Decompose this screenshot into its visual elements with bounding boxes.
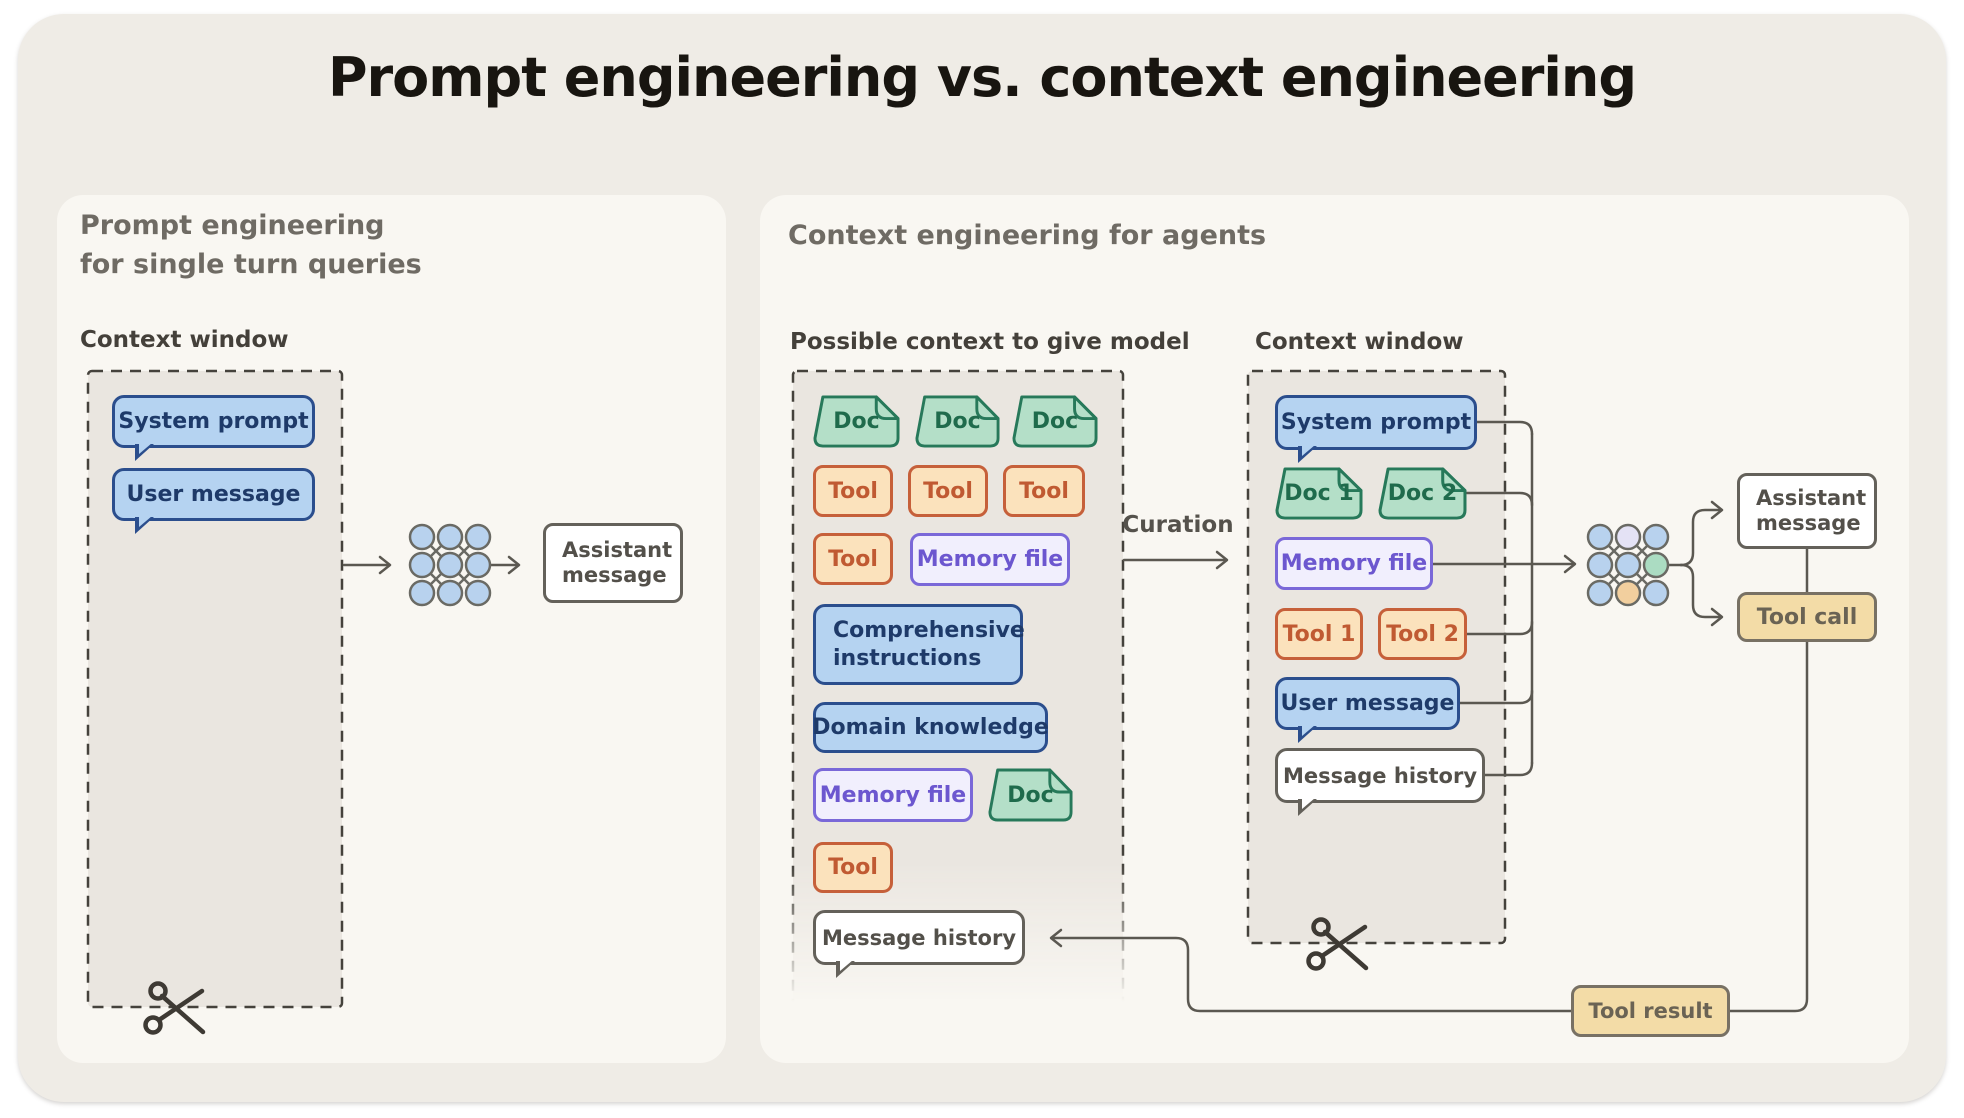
domain-knowledge-chip: Domain knowledge	[812, 702, 1049, 753]
tool-result-box: Tool result	[1571, 985, 1730, 1037]
curation-label: Curation	[1122, 512, 1234, 538]
doc-chip: Doc	[1012, 395, 1098, 448]
assistant-message-box: Assistant message	[543, 523, 683, 603]
user-message-chip: User message	[1275, 677, 1460, 743]
doc-label: Doc 2	[1387, 481, 1458, 506]
doc-label: Doc	[833, 409, 880, 434]
left-panel-heading-line1: Prompt engineering	[80, 210, 385, 241]
doc-chip: Doc 2	[1378, 467, 1467, 520]
tool-chip: Tool	[813, 465, 893, 517]
tool-chip: Tool	[813, 533, 893, 585]
user-message-chip: User message	[112, 468, 315, 534]
tool-chip: Tool	[908, 465, 988, 517]
tool-chip: Tool 2	[1378, 608, 1467, 660]
doc-label: Doc 1	[1284, 481, 1354, 506]
comprehensive-instructions-chip: Comprehensive instructions	[813, 604, 1025, 685]
doc-label: Doc	[1031, 409, 1079, 434]
doc-label: Doc	[934, 409, 981, 434]
memory-file-chip: Memory file	[910, 533, 1070, 586]
doc-label: Doc	[1007, 782, 1054, 808]
right-context-window-label: Context window	[1255, 329, 1464, 355]
left-panel-heading-line2: for single turn queries	[80, 249, 422, 280]
prompt-engineering-panel	[57, 195, 726, 1063]
left-context-window-label: Context window	[80, 327, 289, 353]
memory-file-chip: Memory file	[813, 768, 973, 822]
tool-chip: Tool 1	[1275, 608, 1363, 660]
doc-chip: Doc 1	[1275, 467, 1363, 520]
memory-file-chip: Memory file	[1275, 537, 1433, 590]
right-panel-heading: Context engineering for agents	[788, 220, 1267, 251]
message-history-chip: Message history	[813, 910, 1025, 978]
tool-call-box: Tool call	[1737, 592, 1877, 642]
tool-chip: Tool	[813, 842, 893, 893]
assistant-message-box: Assistant message	[1737, 473, 1877, 549]
message-history-chip: Message history	[1275, 748, 1485, 816]
doc-chip: Doc	[813, 395, 900, 448]
system-prompt-chip: System prompt	[112, 395, 315, 461]
system-prompt-chip: System prompt	[1275, 395, 1477, 463]
possible-context-label: Possible context to give model	[790, 329, 1190, 355]
page-title: Prompt engineering vs. context engineeri…	[327, 46, 1637, 109]
tool-chip: Tool	[1003, 465, 1085, 517]
doc-chip: Doc	[988, 768, 1073, 822]
doc-chip: Doc	[915, 395, 1000, 448]
